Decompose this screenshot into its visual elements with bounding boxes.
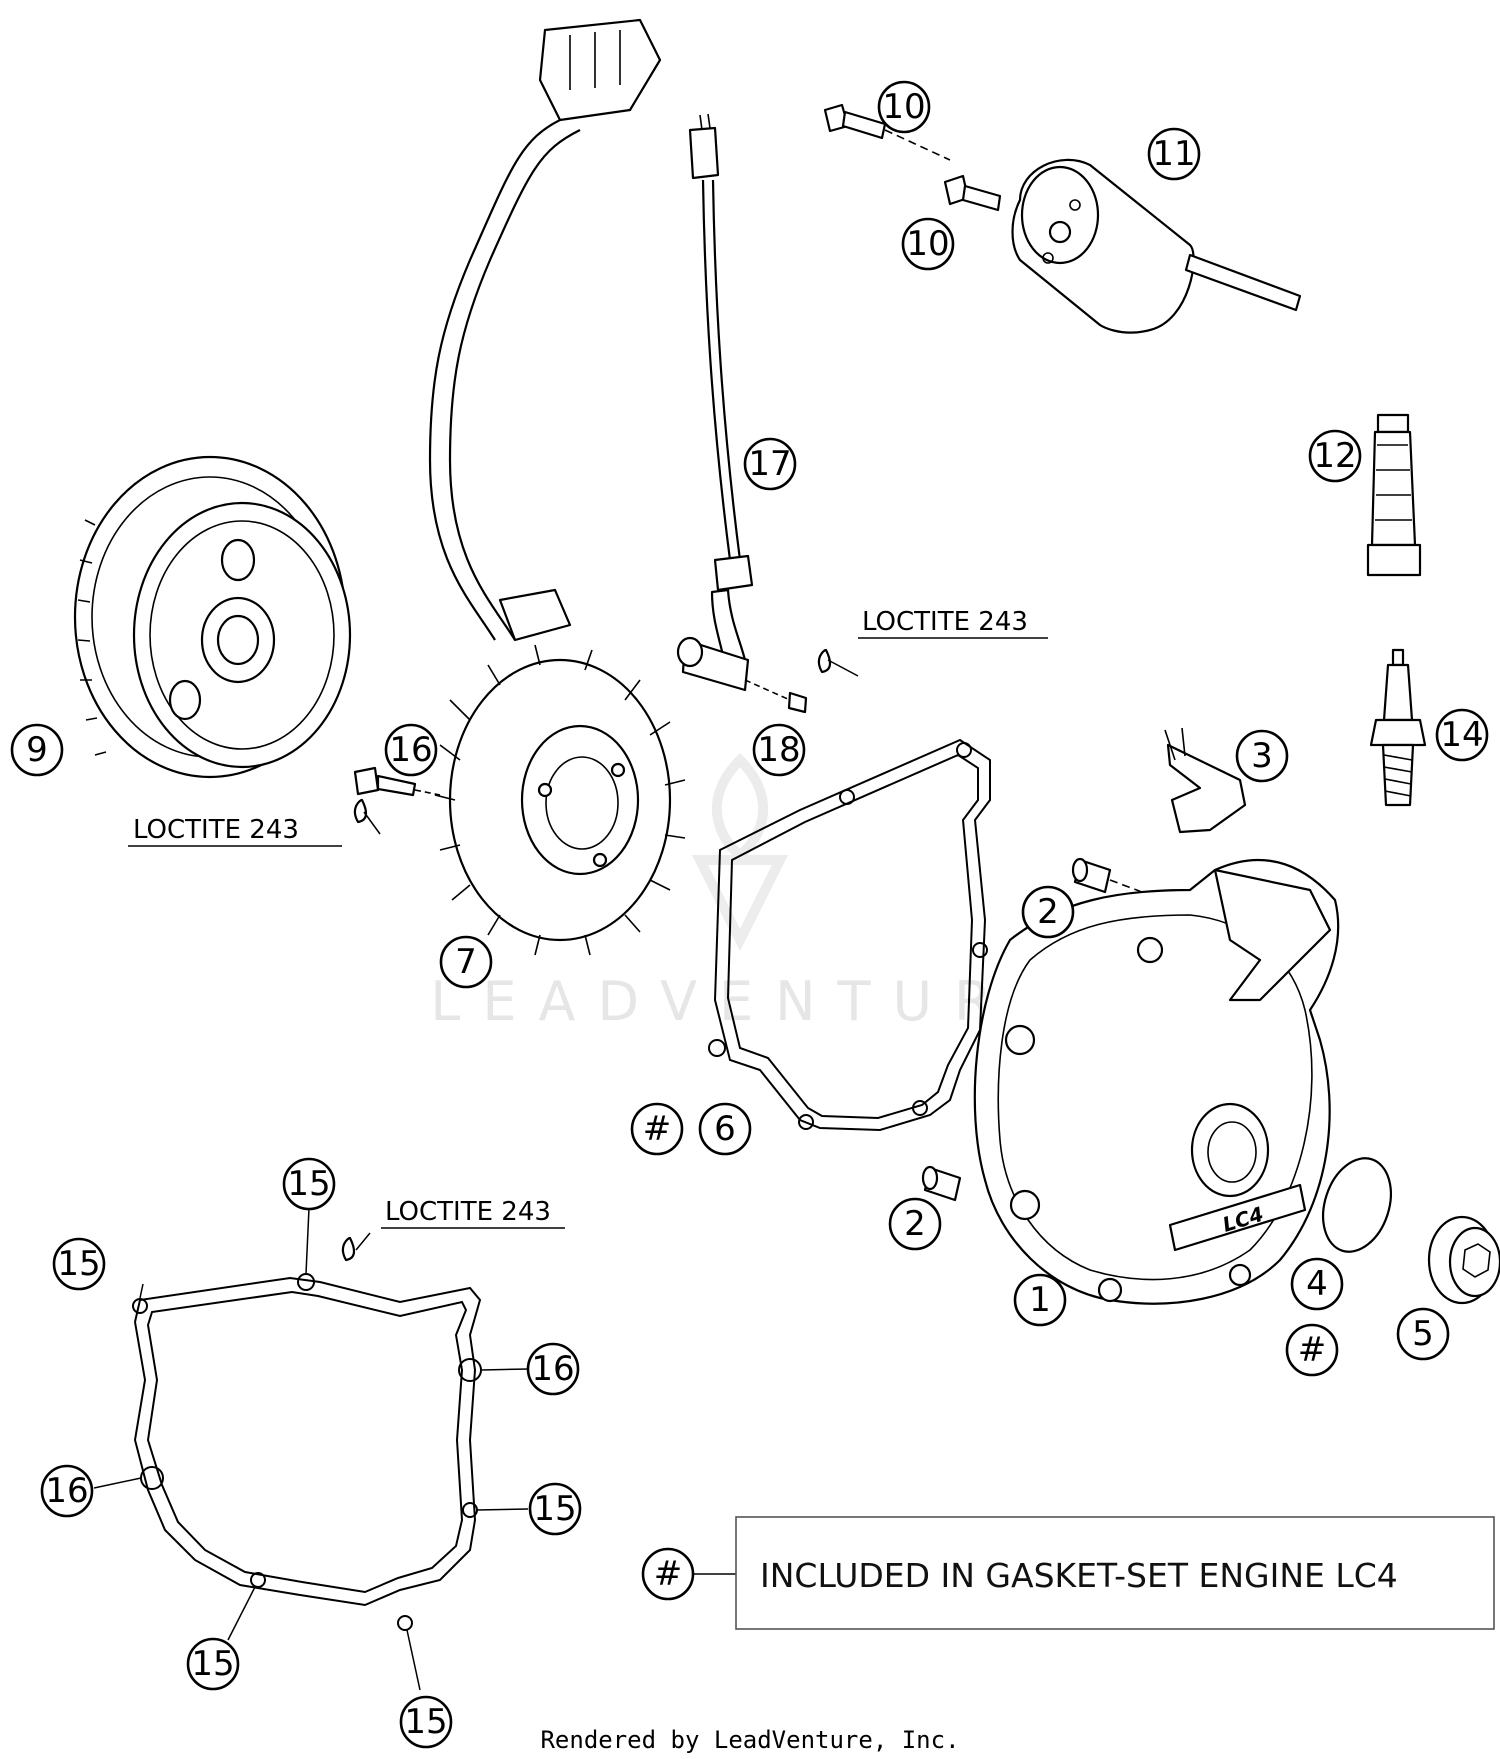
svg-text:11: 11 <box>1152 134 1195 174</box>
watermark: LEADVENTURE <box>430 752 1069 1033</box>
callout-hash-4: # <box>1285 1323 1339 1377</box>
note-loctite-sensor-text: LOCTITE 243 <box>862 607 1028 637</box>
svg-text:16: 16 <box>531 1349 574 1389</box>
callout-12: 12 <box>1308 429 1362 483</box>
svg-text:15: 15 <box>404 1702 447 1742</box>
svg-text:5: 5 <box>1412 1314 1434 1354</box>
callout-15-bottom-left: 15 <box>186 1637 240 1691</box>
callout-16-right: 16 <box>526 1342 580 1396</box>
callout-1: 1 <box>1013 1273 1067 1327</box>
note-loctite-gasket: LOCTITE 243 <box>381 1197 565 1229</box>
svg-text:10: 10 <box>906 224 949 264</box>
callout-hash-6: # <box>630 1102 684 1156</box>
part-1-ignition-cover: LC4 <box>973 858 1340 1305</box>
svg-text:7: 7 <box>455 942 477 982</box>
svg-text:17: 17 <box>748 444 791 484</box>
callout-18: 18 <box>752 723 806 777</box>
footer-credit: Rendered by LeadVenture, Inc. <box>540 1726 959 1754</box>
svg-text:15: 15 <box>533 1489 576 1529</box>
callout-15-top-left: 15 <box>52 1237 106 1291</box>
svg-text:15: 15 <box>191 1644 234 1684</box>
svg-text:3: 3 <box>1251 736 1273 776</box>
callout-10-lower: 10 <box>901 217 955 271</box>
callout-9: 9 <box>10 723 64 777</box>
part-6-gasket <box>708 738 991 1132</box>
svg-text:1: 1 <box>1029 1280 1051 1320</box>
part-3-clip <box>1164 727 1247 834</box>
callout-14: 14 <box>1435 708 1489 762</box>
callout-15-bottom: 15 <box>399 1695 453 1749</box>
svg-text:10: 10 <box>882 87 925 127</box>
svg-text:14: 14 <box>1440 715 1483 755</box>
part-11-ignition-coil <box>823 103 1302 334</box>
svg-text:#: # <box>643 1109 672 1149</box>
callout-10-upper: 10 <box>877 80 931 134</box>
svg-text:2: 2 <box>1037 892 1059 932</box>
leader-lines <box>93 659 859 1691</box>
part-9-flywheel-rotor <box>73 455 352 779</box>
svg-text:2: 2 <box>904 1204 926 1244</box>
legend-box <box>735 1516 1495 1630</box>
svg-text:#: # <box>654 1554 683 1594</box>
note-loctite-stator-text: LOCTITE 243 <box>133 815 299 845</box>
part-2-dowels <box>921 857 1151 1202</box>
svg-text:16: 16 <box>389 730 432 770</box>
callout-16-bolt: 16 <box>384 723 438 777</box>
callout-5: 5 <box>1396 1307 1450 1361</box>
note-loctite-sensor: LOCTITE 243 <box>858 607 1048 639</box>
note-loctite-gasket-text: LOCTITE 243 <box>385 1197 551 1227</box>
part-12-plug-connector <box>1366 413 1422 577</box>
watermark-text: LEADVENTURE <box>430 970 1069 1033</box>
part-7-stator <box>428 18 686 956</box>
legend-symbol: # <box>641 1547 695 1601</box>
svg-text:16: 16 <box>45 1471 88 1511</box>
callout-4: 4 <box>1290 1257 1344 1311</box>
svg-text:4: 4 <box>1306 1264 1328 1304</box>
callout-17: 17 <box>743 437 797 491</box>
svg-text:15: 15 <box>287 1164 330 1204</box>
part-14-spark-plug <box>1369 648 1427 807</box>
svg-text:#: # <box>1298 1330 1327 1370</box>
svg-text:12: 12 <box>1313 436 1356 476</box>
callout-16-left: 16 <box>40 1464 94 1518</box>
callout-15-top: 15 <box>282 1157 336 1211</box>
note-loctite-stator: LOCTITE 243 <box>128 815 342 847</box>
callout-7: 7 <box>439 935 493 989</box>
part-4-o-ring <box>1322 1157 1392 1253</box>
part-17-sensor <box>676 113 832 714</box>
svg-text:18: 18 <box>757 730 800 770</box>
svg-text:15: 15 <box>57 1244 100 1284</box>
callout-6: 6 <box>698 1102 752 1156</box>
callout-15-right: 15 <box>528 1482 582 1536</box>
callout-11: 11 <box>1147 127 1201 181</box>
legend: # INCLUDED IN GASKET-SET ENGINE LC4 <box>641 1516 1495 1630</box>
callout-2-upper: 2 <box>1021 885 1075 939</box>
part-5-screw-plug <box>1427 1215 1500 1305</box>
callout-3: 3 <box>1235 729 1289 783</box>
callout-2-lower: 2 <box>888 1197 942 1251</box>
gasket-hole-layout <box>132 1236 482 1631</box>
svg-text:9: 9 <box>26 730 48 770</box>
stator-bolt-16 <box>353 766 441 824</box>
legend-text: INCLUDED IN GASKET-SET ENGINE LC4 <box>760 1556 1398 1595</box>
svg-text:6: 6 <box>714 1109 736 1149</box>
